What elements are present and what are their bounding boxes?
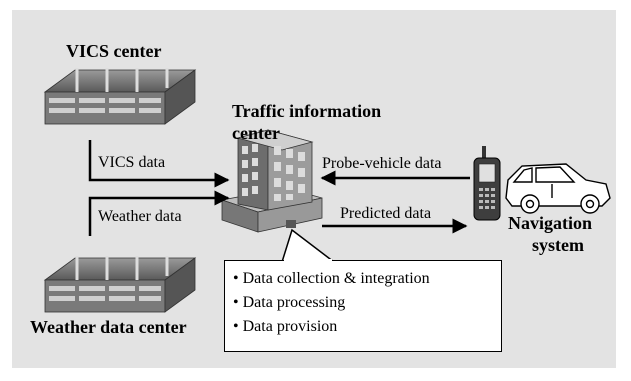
- function-item: Data provision: [233, 315, 501, 339]
- navigation-system-label-line2: system: [532, 235, 584, 255]
- function-item: Data processing: [233, 291, 501, 315]
- traffic-center-label-line2: center: [232, 123, 280, 143]
- vics-data-label: VICS data: [98, 154, 166, 171]
- weather-data-label: Weather data: [98, 208, 182, 225]
- functions-callout: Data collection & integration Data proce…: [224, 260, 502, 352]
- vics-center-building-icon: [43, 68, 197, 125]
- weather-center-building-icon: [43, 256, 197, 313]
- vics-center-label: VICS center: [66, 41, 162, 61]
- traffic-center-tower-icon: [220, 129, 323, 233]
- weather-data-arrow: [88, 190, 230, 236]
- function-item: Data collection & integration: [233, 267, 501, 291]
- mobile-phone-icon: [473, 146, 501, 221]
- weather-data-center-label: Weather data center: [30, 317, 187, 337]
- predicted-data-label: Predicted data: [340, 205, 432, 222]
- vics-data-arrow: [88, 140, 230, 188]
- callout-pointer: [280, 228, 337, 263]
- navigation-system-label-line1: Navigation: [508, 213, 593, 233]
- probe-vehicle-data-label: Probe-vehicle data: [322, 155, 442, 172]
- traffic-center-label-line1: Traffic information: [232, 101, 382, 121]
- car-icon: [505, 163, 611, 214]
- callout-seam: [284, 259, 332, 263]
